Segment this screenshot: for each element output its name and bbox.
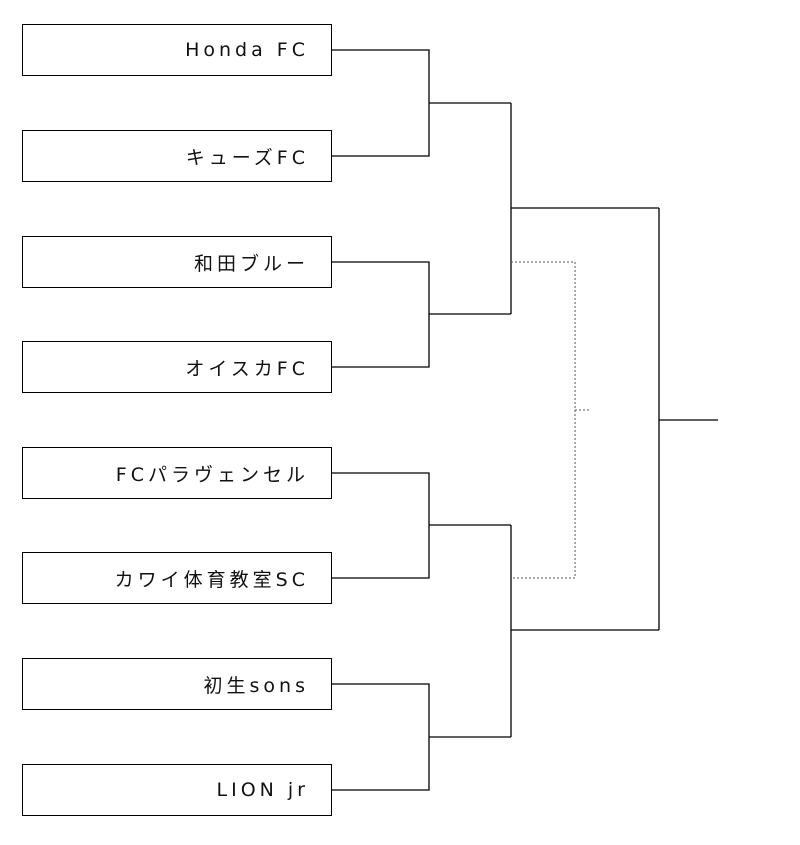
team-name: FCパラヴェンセル: [115, 463, 309, 486]
team-box-1: Honda FC: [22, 24, 332, 76]
team-box-4: オイスカFC: [22, 341, 332, 393]
team-name: キューズFC: [185, 146, 309, 169]
team-name: 初生sons: [203, 674, 309, 697]
third-place-connector: [511, 261, 576, 579]
connector-r1-match-3: [332, 472, 430, 579]
team-box-3: 和田ブルー: [22, 236, 332, 288]
team-box-7: 初生sons: [22, 658, 332, 710]
team-box-5: FCパラヴェンセル: [22, 447, 332, 499]
team-name: LION jr: [216, 779, 309, 801]
team-name: カワイ体育教室SC: [114, 568, 309, 591]
connector-r1-match-2: [332, 261, 430, 368]
team-name: 和田ブルー: [193, 252, 309, 275]
team-box-6: カワイ体育教室SC: [22, 552, 332, 604]
connector-r1-match-4: [332, 683, 430, 791]
team-box-2: キューズFC: [22, 130, 332, 182]
team-name: Honda FC: [185, 39, 309, 61]
connector-r1-match-1: [332, 49, 430, 157]
team-name: オイスカFC: [185, 357, 309, 380]
team-box-8: LION jr: [22, 764, 332, 816]
